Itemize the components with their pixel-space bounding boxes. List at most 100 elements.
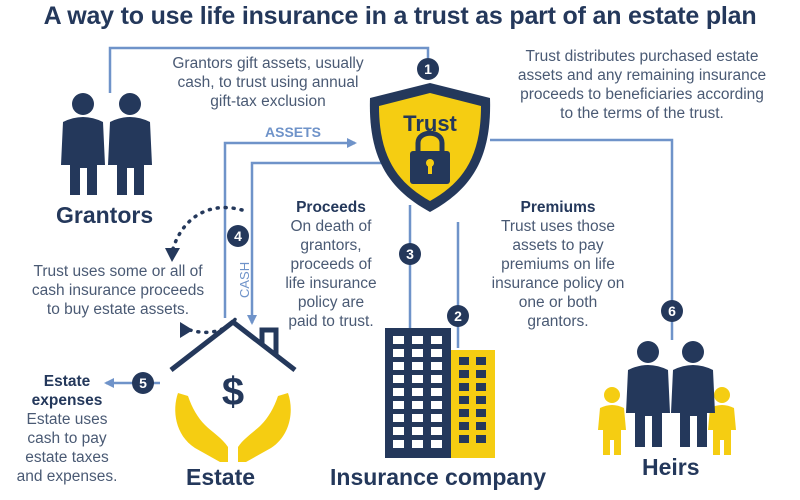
building-window bbox=[393, 336, 404, 344]
building-window bbox=[459, 357, 469, 365]
svg-text:2: 2 bbox=[454, 308, 462, 324]
building-window bbox=[459, 396, 469, 404]
building-window bbox=[459, 370, 469, 378]
step-badge-1: 1 bbox=[417, 58, 439, 80]
estate-dollar-sign: $ bbox=[222, 370, 244, 414]
caption-line: cash to pay bbox=[27, 430, 107, 447]
building-window bbox=[412, 414, 423, 422]
building-window bbox=[459, 409, 469, 417]
cash-arrow bbox=[247, 161, 392, 325]
building-window bbox=[393, 427, 404, 435]
building-window bbox=[431, 362, 442, 370]
building-window bbox=[431, 336, 442, 344]
building-window bbox=[459, 422, 469, 430]
building-window bbox=[431, 388, 442, 396]
caption-line: Grantors gift assets, usually bbox=[172, 55, 364, 72]
heirs-label: Heirs bbox=[642, 454, 700, 480]
svg-text:1: 1 bbox=[424, 61, 432, 77]
step-badge-4: 4 bbox=[227, 225, 249, 247]
expenses-heading: Estate bbox=[43, 373, 91, 390]
caption-line: Trust distributes purchased estate bbox=[525, 48, 759, 65]
trust-to-heirs-connector bbox=[490, 138, 674, 340]
caption-line: proceeds of bbox=[290, 256, 372, 273]
caption-line: assets and any remaining insurance bbox=[517, 67, 767, 84]
trust-insurance-connectors bbox=[408, 205, 460, 348]
building-window bbox=[393, 440, 404, 448]
building-window bbox=[459, 435, 469, 443]
svg-text:4: 4 bbox=[234, 228, 242, 244]
building-window bbox=[431, 427, 442, 435]
proceeds-heading: Proceeds bbox=[296, 199, 366, 216]
page-title: A way to use life insurance in a trust a… bbox=[43, 2, 757, 30]
building-window bbox=[412, 427, 423, 435]
building-window bbox=[412, 375, 423, 383]
building-window bbox=[459, 383, 469, 391]
premiums-caption: Premiums Trust uses those assets to pay … bbox=[478, 198, 638, 331]
caption-line: Estate uses bbox=[26, 411, 108, 428]
building-window bbox=[476, 396, 486, 404]
trust-label: Trust bbox=[403, 111, 457, 136]
building-window bbox=[393, 401, 404, 409]
caption-line: insurance policy on bbox=[491, 275, 625, 292]
assets-flow-label: ASSETS bbox=[265, 124, 321, 140]
building-window bbox=[476, 422, 486, 430]
building-window bbox=[431, 349, 442, 357]
insurance-building-icon bbox=[385, 328, 495, 458]
caption-line: premiums on life bbox=[501, 256, 615, 273]
assets-arrow bbox=[223, 138, 357, 318]
gift-caption: Grantors gift assets, usually cash, to t… bbox=[148, 54, 388, 111]
caption-line: On death of bbox=[290, 218, 372, 235]
svg-text:5: 5 bbox=[139, 375, 147, 391]
step-badge-2: 2 bbox=[447, 305, 469, 327]
building-window bbox=[393, 362, 404, 370]
caption-line: paid to trust. bbox=[288, 313, 374, 330]
distribute-caption: Trust distributes purchased estate asset… bbox=[497, 47, 787, 123]
caption-line: policy are bbox=[297, 294, 365, 311]
building-window bbox=[393, 349, 404, 357]
caption-line: cash, to trust using annual bbox=[177, 74, 359, 91]
building-window bbox=[412, 440, 423, 448]
expenses-heading: expenses bbox=[31, 392, 103, 409]
caption-line: to the terms of the trust. bbox=[560, 105, 724, 122]
building-window bbox=[476, 383, 486, 391]
dotted-arrowhead-bottom bbox=[180, 322, 193, 338]
cash-flow-label: CASH bbox=[237, 262, 252, 298]
building-window bbox=[476, 435, 486, 443]
caption-line: assets to pay bbox=[512, 237, 604, 254]
expenses-caption: Estate expenses Estate uses cash to pay … bbox=[12, 372, 122, 486]
svg-text:6: 6 bbox=[668, 303, 676, 319]
caption-line: estate taxes bbox=[25, 449, 109, 466]
step-badge-3: 3 bbox=[399, 243, 421, 265]
dotted-arrowhead-top bbox=[165, 248, 180, 262]
heirs-family-icon bbox=[598, 341, 736, 455]
trust-shield-icon bbox=[369, 83, 491, 212]
estate-label: Estate bbox=[186, 464, 256, 490]
step-badge-6: 6 bbox=[661, 300, 683, 322]
building-window bbox=[476, 370, 486, 378]
building-window bbox=[393, 375, 404, 383]
building-window bbox=[412, 349, 423, 357]
caption-line: gift-tax exclusion bbox=[210, 93, 326, 110]
building-window bbox=[412, 401, 423, 409]
building-window bbox=[431, 440, 442, 448]
caption-line: proceeds to beneficiaries according bbox=[520, 86, 764, 103]
caption-line: grantors. bbox=[527, 313, 589, 330]
building-window bbox=[431, 401, 442, 409]
estate-hands-icon bbox=[175, 393, 291, 462]
building-window bbox=[393, 414, 404, 422]
caption-line: life insurance bbox=[285, 275, 377, 292]
caption-line: Trust uses those bbox=[500, 218, 615, 235]
building-window bbox=[476, 409, 486, 417]
grantors-to-trust-connector bbox=[108, 46, 430, 93]
building-window bbox=[412, 336, 423, 344]
building-window bbox=[412, 388, 423, 396]
caption-line: grantors, bbox=[300, 237, 362, 254]
caption-line: one or both bbox=[518, 294, 598, 311]
building-window bbox=[431, 414, 442, 422]
svg-text:3: 3 bbox=[406, 246, 414, 262]
building-window bbox=[393, 388, 404, 396]
insurance-company-label: Insurance company bbox=[330, 464, 547, 490]
proceeds-caption: Proceeds On death of grantors, proceeds … bbox=[270, 198, 392, 331]
building-window bbox=[476, 357, 486, 365]
